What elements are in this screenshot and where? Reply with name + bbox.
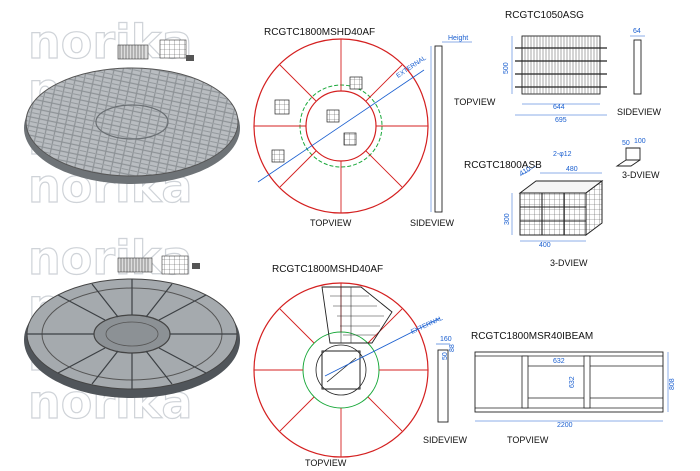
grate-side-view: 64 SIDEVIEW — [617, 28, 662, 117]
bottom-side-view: 160 88 50 SIDEVIEW — [423, 336, 468, 445]
dim-480: 480 — [566, 166, 578, 173]
top-view-label: TOPVIEW — [454, 97, 496, 107]
top-side-view: Height SIDEVIEW — [410, 35, 472, 228]
basket-view-label: 3-DVIEW — [550, 258, 588, 268]
small-grate-photo — [117, 255, 200, 275]
drawing-title: RCGTC1800MSHD40AF — [264, 27, 375, 38]
bracket-view-label: 3-DVIEW — [622, 170, 660, 180]
basket-drawing: RCGTC1800ASB 2-φ12 410 480 300 400 3-DVI… — [464, 151, 604, 268]
dim-88: 88 — [449, 344, 456, 352]
basket-title: RCGTC1800ASB — [464, 160, 542, 171]
top-circle-drawing: RCGTC1800MSHD40AF EXTERNAL TOPVIEW — [253, 27, 429, 228]
height-label: Height — [448, 35, 468, 42]
structural-sector — [321, 286, 393, 344]
grate-markers — [271, 76, 363, 163]
dim-632: 632 — [553, 358, 565, 365]
basket-note: 2-φ12 — [553, 151, 572, 158]
dim-695: 695 — [555, 117, 567, 124]
dim-2200: 2200 — [557, 422, 573, 429]
dim-808: 808 — [669, 378, 676, 390]
bottom-circle-drawing: RCGTC1800MSHD40AF EXTERNAL TOPVIEW — [253, 264, 444, 468]
dim-410: 410 — [519, 166, 533, 178]
side-view-label: SIDEVIEW — [410, 218, 455, 228]
beam-drawing: RCGTC1800MSR40IBEAM 632 632 2200 808 TOP… — [471, 331, 676, 445]
dim-50: 50 — [442, 352, 449, 360]
dim-160: 160 — [440, 336, 452, 343]
grate-title: RCGTC1050ASG — [505, 10, 584, 21]
side-view-label: SIDEVIEW — [617, 107, 662, 117]
dim-644: 644 — [553, 104, 565, 111]
bracket-drawing: 50 100 3-DVIEW — [615, 138, 660, 180]
top-view-label: TOPVIEW — [310, 218, 352, 228]
dim-50: 50 — [622, 140, 630, 147]
top-view-label: TOPVIEW — [305, 458, 347, 468]
small-grate-photo — [117, 39, 194, 61]
dim-100: 100 — [634, 138, 646, 145]
top-product-photo — [24, 39, 240, 184]
beam-title: RCGTC1800MSR40IBEAM — [471, 331, 593, 342]
drawing-title: RCGTC1800MSHD40AF — [272, 264, 383, 275]
side-view-label: SIDEVIEW — [423, 435, 468, 445]
beam-frame — [474, 351, 664, 413]
dim-500: 500 — [503, 62, 510, 74]
dim-300: 300 — [504, 213, 511, 225]
dim-400: 400 — [539, 242, 551, 249]
grate-drawing: RCGTC1050ASG 500 644 695 TOPVIEW — [454, 10, 607, 124]
basket-body — [518, 180, 604, 236]
bottom-product-photo — [24, 255, 240, 398]
watermark-text: norika — [28, 375, 192, 429]
dim-632: 632 — [569, 376, 576, 388]
beam-view-label: TOPVIEW — [507, 435, 549, 445]
dim-64: 64 — [633, 28, 641, 35]
